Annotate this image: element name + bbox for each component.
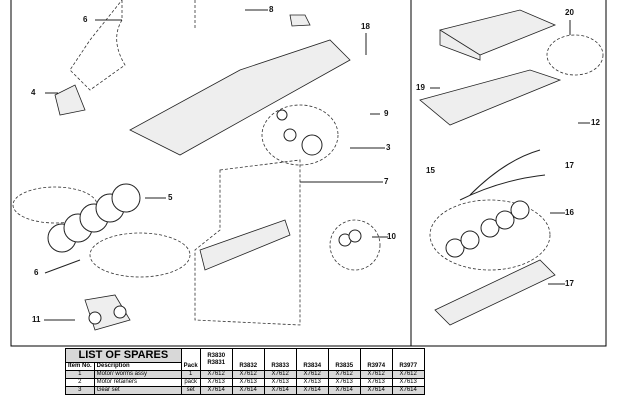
item-cell: 3: [65, 386, 95, 395]
callout-6: 6: [83, 15, 88, 24]
part-code-cell: X7613: [327, 378, 361, 387]
callout-12: 12: [591, 118, 600, 127]
header-model: R3832: [231, 348, 265, 371]
pack-cell: pack: [180, 378, 201, 387]
pack-cell: 1: [180, 370, 201, 379]
part-code-cell: X7612: [327, 370, 361, 379]
part-code-cell: X7612: [359, 370, 393, 379]
group-outline: [261, 104, 339, 166]
header-pack: Pack: [180, 348, 201, 371]
callout-11: 11: [32, 315, 41, 324]
part-code-cell: X7614: [327, 386, 361, 395]
group-outline: [89, 232, 191, 278]
callout-17b: 17: [565, 279, 574, 288]
part-code-cell: X7612: [295, 370, 329, 379]
header-item: Item No.: [65, 362, 95, 371]
part-keeper: [434, 259, 556, 326]
callout-19: 19: [416, 83, 425, 92]
part-code-cell: X7612: [391, 370, 425, 379]
callout-8: 8: [269, 5, 274, 14]
part-code-cell: X7614: [231, 386, 265, 395]
group-outline: [194, 159, 301, 326]
part-code-cell: X7614: [199, 386, 233, 395]
spares-title: LIST OF SPARES: [65, 348, 182, 363]
callout-7: 7: [384, 177, 389, 186]
part-chassis-main: [129, 39, 351, 156]
callout-4: 4: [31, 88, 36, 97]
callout-15: 15: [426, 166, 435, 175]
description-cell: Gear set: [93, 386, 182, 395]
item-cell: 2: [65, 378, 95, 387]
diagram-frame: [10, 0, 607, 347]
part-code-cell: X7612: [199, 370, 233, 379]
callout-10: 10: [387, 232, 396, 241]
part-plate: [289, 14, 311, 27]
part-code-cell: X7613: [391, 378, 425, 387]
part-code-cell: X7614: [295, 386, 329, 395]
item-cell: 1: [65, 370, 95, 379]
description-cell: Motor retainers: [93, 378, 182, 387]
group-outline: [429, 199, 551, 271]
part-chassis: [419, 69, 562, 126]
header-model: R3977: [391, 348, 425, 371]
callout-5: 5: [168, 193, 173, 202]
part-4: [54, 84, 86, 116]
part-code-cell: X7612: [231, 370, 265, 379]
model: R3831: [207, 359, 226, 366]
model-top: R3830: [207, 352, 226, 359]
callout-6b: 6: [34, 268, 39, 277]
header-model: R3974: [359, 348, 393, 371]
group-outline: [329, 219, 381, 271]
exploded-parts-diagram: [10, 0, 607, 347]
part-code-cell: X7613: [199, 378, 233, 387]
callout-17: 17: [565, 161, 574, 170]
part-code-cell: X7613: [231, 378, 265, 387]
part-code-cell: X7613: [359, 378, 393, 387]
part-code-cell: X7612: [263, 370, 297, 379]
group-outline: [69, 0, 126, 91]
callout-20: 20: [565, 8, 574, 17]
callout-9: 9: [384, 109, 389, 118]
part-code-cell: X7614: [391, 386, 425, 395]
callout-18: 18: [361, 22, 370, 31]
part-code-cell: X7614: [359, 386, 393, 395]
part-code-cell: X7613: [295, 378, 329, 387]
part-code-cell: X7614: [263, 386, 297, 395]
header-model: R3833: [263, 348, 297, 371]
part-body-top: [438, 9, 557, 61]
part-code-cell: X7613: [263, 378, 297, 387]
header-model: R3834: [295, 348, 329, 371]
description-cell: Motor/ worms assy: [93, 370, 182, 379]
header-model: R3835: [327, 348, 361, 371]
header-description: Description: [93, 362, 182, 371]
group-outline: [546, 34, 604, 76]
callout-3: 3: [386, 143, 391, 152]
pack-cell: set: [180, 386, 201, 395]
callout-16: 16: [565, 208, 574, 217]
part-frame: [199, 219, 291, 271]
